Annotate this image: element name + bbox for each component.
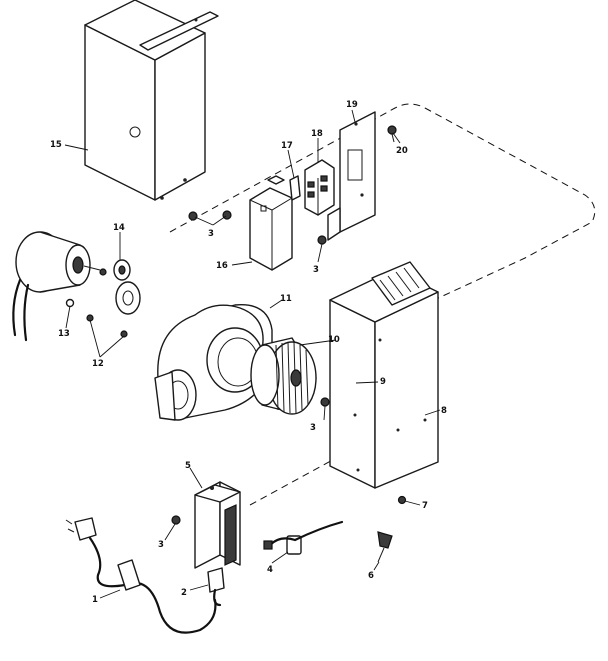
part-plug-connector[interactable] <box>207 567 225 607</box>
callout-7: 7 <box>422 501 428 511</box>
callout-18: 18 <box>311 129 323 139</box>
part-transformer[interactable] <box>249 175 293 271</box>
callout-15: 15 <box>50 140 62 150</box>
callout-14: 14 <box>113 223 125 233</box>
callout-19: 19 <box>346 100 358 110</box>
callout-2: 2 <box>181 588 187 598</box>
callout-3-housing: 3 <box>310 423 316 433</box>
callout-6: 6 <box>368 571 374 581</box>
callout-20: 20 <box>396 146 408 156</box>
callout-5: 5 <box>185 461 191 471</box>
assembly-outline <box>169 103 596 319</box>
callout-1: 1 <box>92 595 98 605</box>
part-terminal-block[interactable] <box>304 159 335 216</box>
callout-17: 17 <box>281 141 293 151</box>
callout-12: 12 <box>92 359 104 369</box>
callout-10: 10 <box>328 335 340 345</box>
callout-8: 8 <box>441 406 447 416</box>
part-bracket[interactable] <box>289 175 301 201</box>
part-thermostat-probe[interactable] <box>377 531 393 563</box>
part-control-unit[interactable] <box>194 481 241 569</box>
screw-3-right[interactable] <box>317 235 327 245</box>
screw-3-top-mid[interactable] <box>222 210 232 220</box>
callout-3-top: 3 <box>208 229 214 239</box>
screw-3-lower[interactable] <box>171 515 181 525</box>
part-blower-housing[interactable] <box>154 304 273 421</box>
callout-16: 16 <box>216 261 228 271</box>
callout-13: 13 <box>58 329 70 339</box>
part-control-box-cover[interactable] <box>84 0 219 201</box>
part-motor-mount[interactable] <box>86 259 141 338</box>
part-mounting-plate[interactable] <box>327 111 376 241</box>
part-washer[interactable] <box>65 298 75 308</box>
screw-3-housing[interactable] <box>320 397 330 407</box>
callout-4: 4 <box>267 565 273 575</box>
part-blower-motor[interactable] <box>12 231 101 342</box>
part-power-cord[interactable] <box>65 517 217 634</box>
part-switch[interactable] <box>263 520 344 555</box>
callout-3-right: 3 <box>313 265 319 275</box>
screw-7[interactable] <box>397 495 407 505</box>
leader-lines <box>64 109 441 599</box>
part-blower-wheel[interactable] <box>250 337 317 415</box>
callout-11: 11 <box>280 294 292 304</box>
callout-3-lower: 3 <box>158 540 164 550</box>
screw-20[interactable] <box>387 125 397 143</box>
screw-3-top-left[interactable] <box>188 211 198 221</box>
part-main-housing[interactable] <box>329 261 439 489</box>
callout-9: 9 <box>380 377 386 387</box>
